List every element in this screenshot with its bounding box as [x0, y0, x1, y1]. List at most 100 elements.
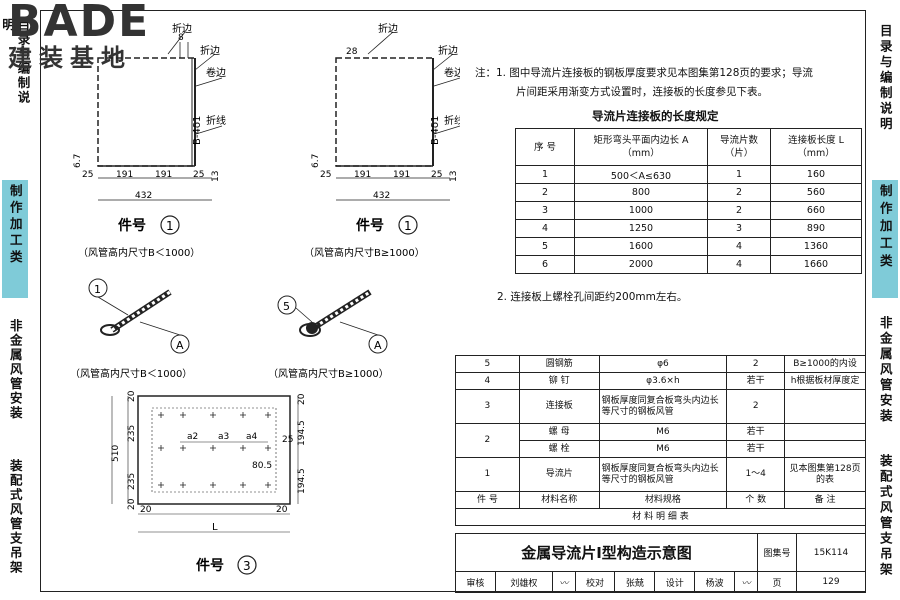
table-cell	[784, 389, 866, 424]
part1-label: 件号	[118, 217, 146, 234]
part1-large-view: 28 折边 折边 卷边 B-4δ1 折线 25 191 191 25 432 6…	[304, 22, 460, 259]
title-block: 金属导流片Ⅰ型构造示意图 图集号 15K114 审核 刘雄权 〰 校对 张兢 设…	[455, 533, 866, 593]
side-tab-left-3: 非金属风管安装	[2, 315, 28, 450]
part3-plate-view: a2 a3 a4 80.5 25 20 235 235 20 510 20 19…	[111, 390, 307, 575]
table-cell: φ6	[598, 355, 728, 373]
lt-header-length: 连接板长度 L （mm）	[770, 128, 862, 166]
table-cell: 1	[515, 165, 575, 184]
table-header-cell: 个 数	[726, 491, 786, 509]
drawing-area: 8 折边 折边 卷边 B-4δ1 折线 25 191 191 25 432 6.…	[70, 22, 460, 575]
dim-20-bottom-left: 20	[140, 505, 152, 515]
drawing-title: 金属导流片Ⅰ型构造示意图	[455, 533, 758, 572]
table-cell: 螺 母	[518, 423, 600, 441]
table-cell: 2	[515, 183, 575, 202]
table-row: 1 导流片 钢板厚度同复合板弯头内边长等尺寸的钢板风管 1～4 见本图集第128…	[455, 457, 866, 492]
table-cell: 铆 钉	[518, 372, 600, 390]
dim-235-a: 235	[127, 425, 137, 442]
table-cell: 若干	[726, 423, 786, 441]
dim-191-a: 191	[354, 170, 371, 180]
table-cell: 800	[574, 183, 708, 202]
table-cell: 2	[726, 389, 786, 424]
note-1-line-2: 片间距采用渐变方式设置时，连接板的长度参见下表。	[516, 86, 768, 98]
detail-caption-large: （风管高内尺寸B≥1000）	[268, 367, 389, 380]
note-prefix: 注：	[475, 67, 496, 79]
logo-word: BADE	[8, 0, 151, 47]
side-tab-label: 制作加工类	[7, 184, 23, 267]
designer-signature: 〰	[734, 571, 758, 593]
part1-number: 1	[166, 219, 174, 233]
parts-table: 5 圆钢筋 φ6 2 B≥1000的内设 4 铆 钉 φ3.6×h 若干 h根据…	[455, 355, 866, 526]
callout-fold-2: 折边	[200, 44, 220, 57]
table-cell: 2000	[574, 255, 708, 274]
callout-thickness: B-4δ1	[192, 116, 203, 145]
note-2: 2. 连接板上螺栓孔间距约200mm左右。	[497, 291, 688, 303]
table-cell: 160	[770, 165, 862, 184]
detail-a-small: 1 A （风管高内尺寸B＜1000）	[70, 278, 192, 380]
detail-caption-small: （风管高内尺寸B＜1000）	[70, 367, 192, 380]
table-cell: 2	[707, 183, 771, 202]
table-cell: 3	[515, 201, 575, 220]
reviewer-name: 刘雄权	[494, 571, 553, 593]
table-cell: 若干	[726, 440, 786, 458]
dim-6-7: 6.7	[73, 154, 83, 168]
length-table-title: 导流片连接板的长度规定	[592, 109, 719, 123]
dim-a2: a2	[187, 432, 198, 442]
detail-label-a: A	[176, 339, 184, 352]
detail-a-large: 5 A （风管高内尺寸B≥1000）	[268, 289, 389, 380]
table-cell: 钢板厚度同复合板弯头内边长等尺寸的钢板风管	[598, 389, 728, 424]
table-cell: M6	[598, 423, 728, 441]
detail-label-a: A	[374, 339, 382, 352]
dim-235-b: 235	[127, 473, 137, 490]
table-cell: 4	[707, 237, 771, 256]
table-cell: 2	[455, 423, 520, 458]
checker-name: 张兢	[614, 571, 656, 593]
dim-432: 432	[373, 191, 390, 201]
table-cell: 1660	[770, 255, 862, 274]
side-tab-right-4: 装配式风管支吊架	[872, 450, 898, 595]
side-tab-label: 目录与编制说明	[0, 18, 31, 105]
dim-20-right-top: 20	[297, 393, 307, 405]
logo-subtitle: 建装基地	[8, 44, 132, 72]
reviewer-signature: 〰	[551, 571, 576, 593]
length-table: 序 号 矩形弯头平面内边长 A （mm） 导流片数 （片） 连接板长度 L （m…	[515, 128, 862, 274]
dim-25-plate: 25	[282, 435, 293, 445]
dim-25-left: 25	[320, 170, 331, 180]
dim-13: 13	[211, 171, 221, 182]
table-cell	[784, 423, 866, 441]
table-cell: 1～4	[726, 457, 786, 492]
table-cell: 500＜A≤630	[574, 165, 708, 184]
table-cell: 5	[455, 355, 520, 373]
table-cell: 6	[515, 255, 575, 274]
table-header-cell: 材料规格	[598, 491, 728, 509]
table-cell: 1360	[770, 237, 862, 256]
table-header-cell: 件 号	[455, 491, 520, 509]
side-tab-label: 非金属风管安装	[877, 316, 893, 425]
table-cell: φ3.6×h	[598, 372, 728, 390]
detail-num-1: 1	[94, 283, 101, 296]
dim-8: 8	[178, 33, 184, 43]
side-tab-right-2: 制作加工类	[872, 180, 898, 298]
table-row: 4 铆 钉 φ3.6×h 若干 h根据板材厚度定	[455, 372, 866, 390]
side-tab-label: 目录与编制说明	[877, 24, 893, 133]
dim-25-left: 25	[82, 170, 93, 180]
table-cell: 560	[770, 183, 862, 202]
part3-label: 件号	[196, 557, 224, 574]
callout-thickness: B-4δ1	[430, 116, 441, 145]
dim-L: L	[212, 522, 218, 533]
table-cell: 1600	[574, 237, 708, 256]
atlas-number: 15K114	[796, 533, 866, 572]
side-tab-label: 制作加工类	[877, 184, 893, 272]
table-cell: 4	[707, 255, 771, 274]
dim-20-top: 20	[127, 390, 137, 402]
dim-20-bottom-right: 20	[276, 505, 288, 515]
dim-191-a: 191	[116, 170, 133, 180]
callout-fold-2: 折边	[438, 44, 458, 57]
table-row: 3 连接板 钢板厚度同复合板弯头内边长等尺寸的钢板风管 2	[455, 389, 866, 424]
callout-fold: 折边	[378, 22, 398, 35]
design-label: 设计	[654, 571, 696, 593]
callout-fold: 折边	[172, 22, 192, 35]
caption-small: （风管高内尺寸B＜1000）	[78, 246, 200, 259]
lt-header-no: 序 号	[515, 128, 575, 166]
dim-191-b: 191	[155, 170, 172, 180]
